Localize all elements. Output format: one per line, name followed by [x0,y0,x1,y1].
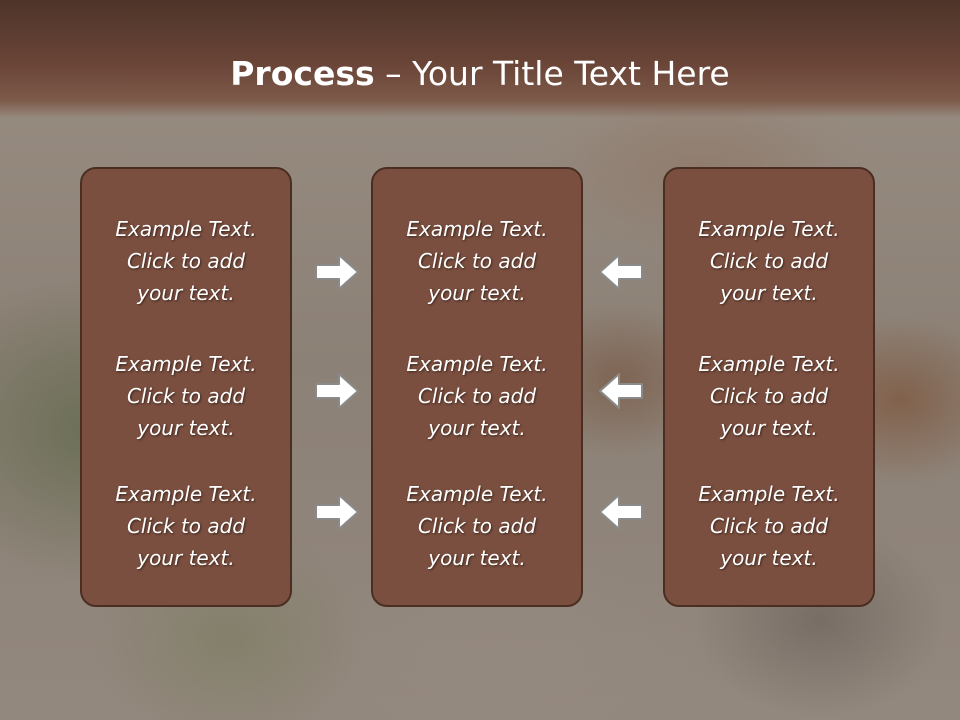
title-band [0,0,960,118]
box-text[interactable]: Example Text. Click to add your text. [698,217,840,305]
right-arrow-icon [315,373,359,409]
box-text[interactable]: Example Text. Click to add your text. [406,352,548,440]
left-arrow-icon [599,254,643,290]
right-arrow-icon [315,254,359,290]
box-text[interactable]: Example Text. Click to add your text. [115,352,257,440]
box-text[interactable]: Example Text. Click to add your text. [698,482,840,570]
title-bold: Process [230,54,375,93]
box-text[interactable]: Example Text. Click to add your text. [406,217,548,305]
process-box-center[interactable]: Example Text. Click to add your text. Ex… [371,167,583,607]
title-rest: – Your Title Text Here [374,54,730,93]
process-box-left[interactable]: Example Text. Click to add your text. Ex… [80,167,292,607]
box-text[interactable]: Example Text. Click to add your text. [698,352,840,440]
slide-title[interactable]: Process – Your Title Text Here [0,52,960,96]
right-arrow-icon [315,494,359,530]
left-arrow-icon [599,494,643,530]
box-text[interactable]: Example Text. Click to add your text. [115,482,257,570]
box-text[interactable]: Example Text. Click to add your text. [115,217,257,305]
box-text[interactable]: Example Text. Click to add your text. [406,482,548,570]
process-box-right[interactable]: Example Text. Click to add your text. Ex… [663,167,875,607]
left-arrow-icon [599,373,643,409]
